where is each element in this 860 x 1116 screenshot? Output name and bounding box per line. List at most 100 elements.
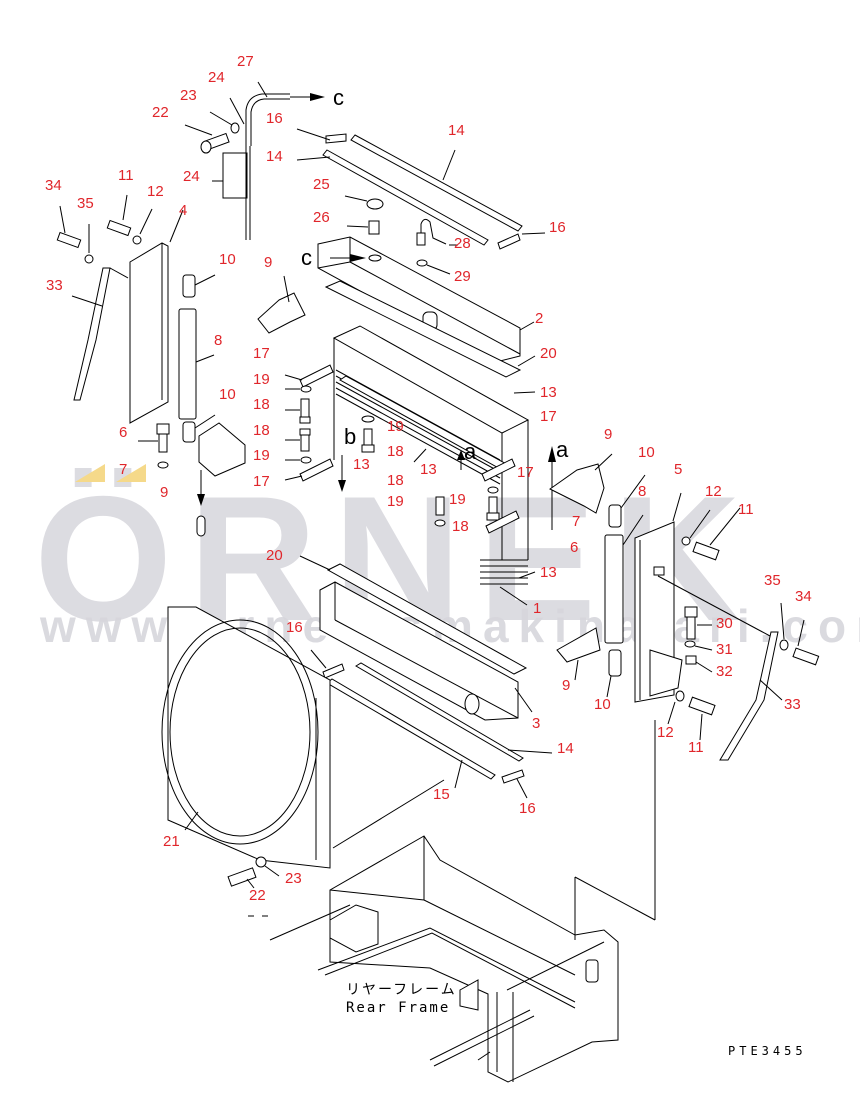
callout-13: 13 bbox=[540, 564, 557, 581]
callout-9: 9 bbox=[160, 484, 169, 501]
callout-24: 24 bbox=[183, 168, 200, 185]
callout-33: 33 bbox=[46, 277, 63, 294]
callout-18: 18 bbox=[253, 422, 270, 439]
seal-strip-14-upper bbox=[296, 134, 523, 246]
plate-16-upper bbox=[296, 128, 546, 250]
pad-10-lower-left bbox=[182, 414, 216, 443]
gasket-20-lower bbox=[299, 555, 528, 675]
callout-18: 18 bbox=[387, 472, 404, 489]
reference-letter-a-right: a bbox=[556, 437, 569, 462]
rear-frame bbox=[269, 720, 656, 1083]
callout-9: 9 bbox=[562, 677, 571, 694]
pad-10-upper-left bbox=[182, 274, 216, 298]
stay-33-right bbox=[657, 575, 783, 761]
plate-16-lower bbox=[310, 649, 528, 799]
callout-25: 25 bbox=[313, 176, 330, 193]
callout-11: 11 bbox=[738, 501, 754, 518]
bolt-11-right-upper bbox=[681, 507, 741, 561]
callout-33: 33 bbox=[784, 696, 801, 713]
reference-arrow-b bbox=[338, 455, 346, 492]
clamp-24 bbox=[212, 97, 251, 240]
bolt-11-right-lower bbox=[667, 690, 716, 741]
bolt-34-right bbox=[779, 602, 820, 666]
callout-6: 6 bbox=[119, 424, 128, 441]
callout-16: 16 bbox=[266, 110, 283, 127]
callout-10: 10 bbox=[638, 444, 655, 461]
callout-8: 8 bbox=[638, 483, 647, 500]
upper-tank-2 bbox=[317, 236, 535, 364]
callout-15: 15 bbox=[433, 786, 450, 803]
bolt-34-left bbox=[56, 205, 94, 264]
bracket-9-right-lower bbox=[556, 627, 601, 681]
callout-21: 21 bbox=[163, 833, 180, 850]
bracket-9-right-upper bbox=[549, 453, 613, 514]
callout-22: 22 bbox=[249, 887, 266, 904]
callout-10: 10 bbox=[219, 386, 236, 403]
callout-19: 19 bbox=[253, 447, 270, 464]
callout-32: 32 bbox=[716, 663, 733, 680]
callout-14: 14 bbox=[448, 122, 465, 139]
fan-shroud-21 bbox=[161, 606, 445, 869]
bolt-22 bbox=[184, 111, 240, 154]
reference-letter-c-tank: c bbox=[301, 245, 312, 270]
callout-9: 9 bbox=[264, 254, 273, 271]
callout-31: 31 bbox=[716, 641, 733, 658]
frame-label-japanese: リヤーフレーム bbox=[346, 982, 457, 998]
reference-arrow-a-right bbox=[548, 446, 556, 530]
seal-strip-14-lower bbox=[355, 662, 553, 762]
cap-25 bbox=[344, 195, 384, 210]
callout-18: 18 bbox=[452, 518, 469, 535]
mid-hardware-stack bbox=[361, 415, 520, 534]
bolt-11-left bbox=[106, 194, 153, 245]
callout-12: 12 bbox=[705, 483, 722, 500]
hose-27 bbox=[245, 81, 325, 146]
callout-35: 35 bbox=[764, 572, 781, 589]
callout-17: 17 bbox=[517, 464, 534, 481]
callout-28: 28 bbox=[454, 235, 471, 252]
callout-26: 26 bbox=[313, 209, 330, 226]
callout-20: 20 bbox=[266, 547, 283, 564]
pad-10-upper-right bbox=[608, 474, 646, 528]
callout-19: 19 bbox=[387, 418, 404, 435]
callout-18: 18 bbox=[253, 396, 270, 413]
callout-17: 17 bbox=[253, 345, 270, 362]
callout-1: 1 bbox=[533, 600, 542, 617]
callout-17: 17 bbox=[540, 408, 557, 425]
callout-5: 5 bbox=[674, 461, 683, 478]
callout-19: 19 bbox=[253, 371, 270, 388]
left-hardware-stack bbox=[284, 364, 334, 482]
callout-16: 16 bbox=[286, 619, 303, 636]
callout-20: 20 bbox=[540, 345, 557, 362]
drawing-code: PTE3455 bbox=[728, 1044, 807, 1058]
callout-12: 12 bbox=[657, 724, 674, 741]
callout-23: 23 bbox=[285, 870, 302, 887]
callout-8: 8 bbox=[214, 332, 223, 349]
reference-letter-c-top: c bbox=[333, 85, 344, 110]
stay-33-left bbox=[71, 267, 129, 401]
callout-30: 30 bbox=[716, 615, 733, 632]
callout-19: 19 bbox=[449, 491, 466, 508]
lower-tank-3 bbox=[319, 581, 533, 721]
callout-29: 29 bbox=[454, 268, 471, 285]
callout-11: 11 bbox=[118, 167, 134, 184]
callout-12: 12 bbox=[147, 183, 164, 200]
callout-16: 16 bbox=[519, 800, 536, 817]
callout-14: 14 bbox=[557, 740, 574, 757]
reference-arrow-left-bracket bbox=[196, 470, 206, 537]
callout-13: 13 bbox=[353, 456, 370, 473]
frame-label: リヤーフレーム Rear Frame bbox=[346, 981, 457, 1017]
callout-6: 6 bbox=[570, 539, 579, 556]
callout-13: 13 bbox=[420, 461, 437, 478]
callout-13: 13 bbox=[540, 384, 557, 401]
reference-letter-b: b bbox=[344, 424, 357, 449]
bracket-5 bbox=[634, 492, 683, 703]
callout-4: 4 bbox=[179, 202, 188, 219]
sensor-28 bbox=[416, 218, 458, 246]
frame-label-english: Rear Frame bbox=[346, 1000, 451, 1016]
pad-8-right bbox=[604, 514, 644, 644]
callout-2: 2 bbox=[535, 310, 544, 327]
callout-7: 7 bbox=[572, 513, 581, 530]
callout-22: 22 bbox=[152, 104, 169, 121]
callout-9: 9 bbox=[604, 426, 613, 443]
